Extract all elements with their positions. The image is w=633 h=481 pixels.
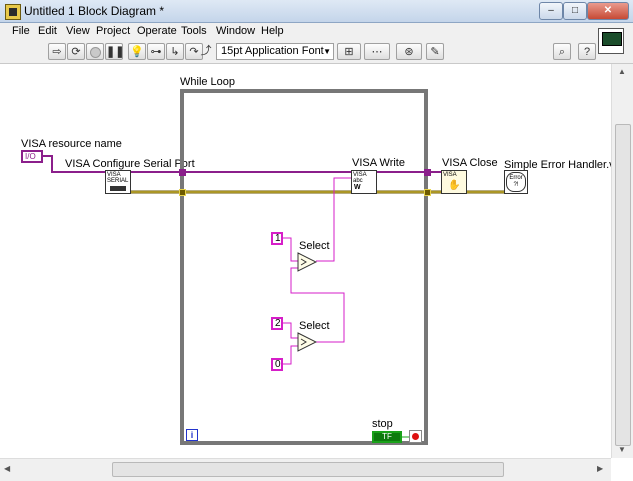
visa-write-label: VISA Write [352,157,405,169]
numeric-wire[interactable] [283,237,298,262]
labview-app-icon [5,4,21,20]
menu-tools[interactable]: Tools [181,25,207,37]
font-select[interactable]: 15pt Application Font ▼ [216,43,334,60]
select-node-1[interactable] [297,252,317,272]
visa-write-icon-text: VISA abc [353,172,367,184]
menu-bar: File Edit View Project Operate Tools Win… [0,23,633,41]
numeric-constant-1[interactable]: 1 [271,232,283,245]
vertical-scroll-thumb[interactable] [615,124,631,446]
visa-write-node[interactable]: VISA abc W [351,170,377,194]
horizontal-scrollbar[interactable]: ◀ ▶ [0,458,611,481]
visa-resource-label: VISA resource name [21,138,122,150]
menu-help[interactable]: Help [261,25,284,37]
vi-icon[interactable] [598,28,624,54]
step-over-icon[interactable]: ↷ [185,43,203,60]
visa-configure-icon-text: VISA SERIAL [107,172,129,184]
toolbar: ⇨ ⟳ ❚❚ 💡 ⊶ ↳ ↷ ⤴ 15pt Application Font ▼… [0,41,633,64]
numeric-constant-0[interactable]: 0 [271,358,283,371]
while-loop-label: While Loop [180,76,236,88]
numeric-wire[interactable] [290,267,345,343]
font-select-value: 15pt Application Font [221,45,324,57]
menu-project[interactable]: Project [96,25,131,37]
error-handler-node[interactable]: Error ?! [504,170,528,194]
window-title: Untitled 1 Block Diagram * [24,4,165,18]
pause-icon[interactable]: ❚❚ [105,43,124,60]
error-handler-icon-text: Error ?! [506,172,526,192]
menu-file[interactable]: File [12,25,30,37]
while-loop[interactable] [180,89,428,445]
visa-wire[interactable] [43,155,105,173]
menu-operate[interactable]: Operate [137,25,177,37]
close-hand-icon: ✋ [448,180,461,191]
numeric-wire[interactable] [316,177,351,262]
visa-close-label: VISA Close [442,157,498,169]
write-w-icon: W [354,184,361,191]
stop-label: stop [372,418,393,430]
title-bar: Untitled 1 Block Diagram * – □ ✕ [0,0,633,23]
maximize-button[interactable]: □ [563,2,587,20]
close-button[interactable]: ✕ [587,2,629,20]
menu-view[interactable]: View [66,25,90,37]
scroll-left-icon[interactable]: ◀ [4,464,11,473]
help-icon[interactable]: ? [578,43,596,60]
minimize-button[interactable]: – [539,2,563,20]
step-into-icon[interactable]: ↳ [166,43,184,60]
serial-port-icon [110,186,126,191]
error-tunnel-out[interactable] [424,189,431,196]
numeric-constant-2[interactable]: 2 [271,317,283,330]
step-out-icon[interactable]: ⤴ [200,45,212,57]
visa-configure-label: VISA Configure Serial Port [65,158,195,170]
vertical-scrollbar[interactable]: ▲ ▼ [611,64,633,458]
loop-condition-terminal[interactable] [409,430,422,443]
scroll-up-icon[interactable]: ▲ [618,67,626,76]
abort-icon[interactable] [86,43,104,60]
numeric-wire[interactable] [283,322,298,339]
visa-close-node[interactable]: VISA ✋ [441,170,467,194]
chevron-down-icon: ▼ [323,47,331,56]
visa-tunnel-out[interactable] [424,169,431,176]
reorder-icon[interactable]: ⊛ [396,43,422,60]
select-node-2[interactable] [297,332,317,352]
stop-button-terminal[interactable]: TF [372,431,402,443]
cleanup-diagram-icon[interactable]: ✎ [426,43,444,60]
highlight-execution-icon[interactable]: 💡 [128,43,146,60]
visa-configure-node[interactable]: VISA SERIAL [105,170,131,194]
distribute-objects-icon[interactable]: ⋯ [364,43,390,60]
retain-wire-values-icon[interactable]: ⊶ [147,43,165,60]
error-handler-label: Simple Error Handler.vi [504,159,618,171]
horizontal-scroll-thumb[interactable] [112,462,504,477]
visa-close-icon-text: VISA [443,172,457,178]
run-continuously-icon[interactable]: ⟳ [67,43,85,60]
iteration-terminal[interactable]: i [186,429,198,441]
error-tunnel-in[interactable] [179,189,186,196]
select-label-2: Select [299,320,330,332]
numeric-wire[interactable] [283,345,298,365]
visa-tunnel-in[interactable] [179,169,186,176]
run-arrow-icon[interactable]: ⇨ [48,43,66,60]
menu-edit[interactable]: Edit [38,25,57,37]
search-icon[interactable]: ⌕ [553,43,571,60]
visa-resource-constant[interactable]: I/O [21,150,43,163]
menu-window[interactable]: Window [216,25,256,37]
align-objects-icon[interactable]: ⊞ [337,43,361,60]
scroll-right-icon[interactable]: ▶ [597,464,604,473]
scroll-down-icon[interactable]: ▼ [618,445,626,454]
select-label-1: Select [299,240,330,252]
